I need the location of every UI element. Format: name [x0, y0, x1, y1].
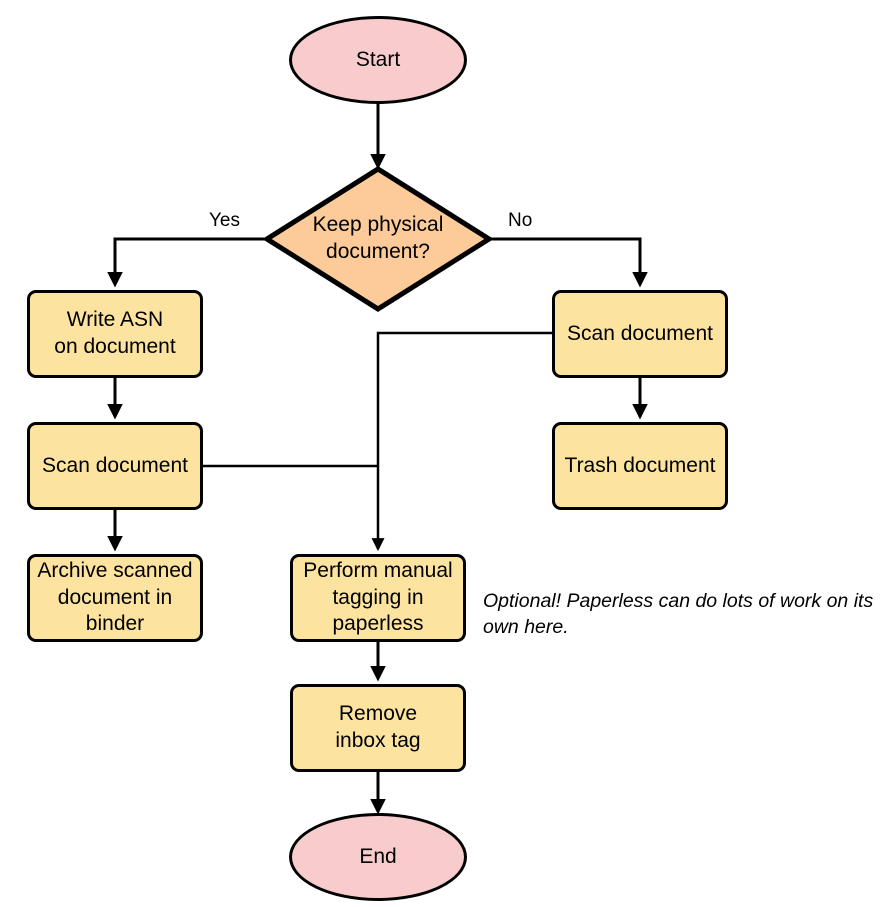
node-scan-document-left-label: Scan document	[42, 453, 188, 477]
node-archive-scanned-document-label: Archive scanned document in binder	[37, 558, 193, 636]
node-end-label: End	[359, 844, 397, 868]
edge-decision-to-write-asn	[107, 237, 265, 288]
edge-scan-right-to-tagging	[371, 331, 552, 552]
annotation-optional-paperless: Optional! Paperless can do lots of work …	[483, 590, 874, 639]
edge-decision-to-scan-right	[491, 237, 648, 288]
node-write-asn[interactable]: Write ASN on document	[27, 290, 203, 378]
node-scan-document-right-label: Scan document	[567, 321, 713, 345]
node-archive-scanned-document[interactable]: Archive scanned document in binder	[27, 554, 203, 642]
node-scan-document-left[interactable]: Scan document	[27, 422, 203, 510]
edge-label-yes: Yes	[209, 210, 240, 231]
node-start[interactable]: Start	[289, 16, 467, 104]
node-trash-document[interactable]: Trash document	[552, 422, 728, 510]
node-scan-document-right[interactable]: Scan document	[552, 290, 728, 378]
node-remove-inbox-tag-label: Remove inbox tag	[335, 702, 421, 752]
node-keep-physical-document-label: Keep physical document?	[312, 213, 444, 263]
node-trash-document-label: Trash document	[564, 453, 716, 477]
node-keep-physical-document[interactable]: Keep physical document?	[264, 166, 492, 312]
node-perform-manual-tagging-label: Perform manual tagging in paperless	[303, 558, 453, 636]
diamond-shape	[264, 166, 492, 312]
node-write-asn-label: Write ASN on document	[54, 308, 176, 358]
edge-label-no: No	[508, 210, 533, 231]
node-end[interactable]: End	[289, 813, 467, 901]
node-perform-manual-tagging[interactable]: Perform manual tagging in paperless	[290, 554, 466, 642]
node-start-label: Start	[355, 47, 401, 71]
node-remove-inbox-tag[interactable]: Remove inbox tag	[290, 684, 466, 772]
